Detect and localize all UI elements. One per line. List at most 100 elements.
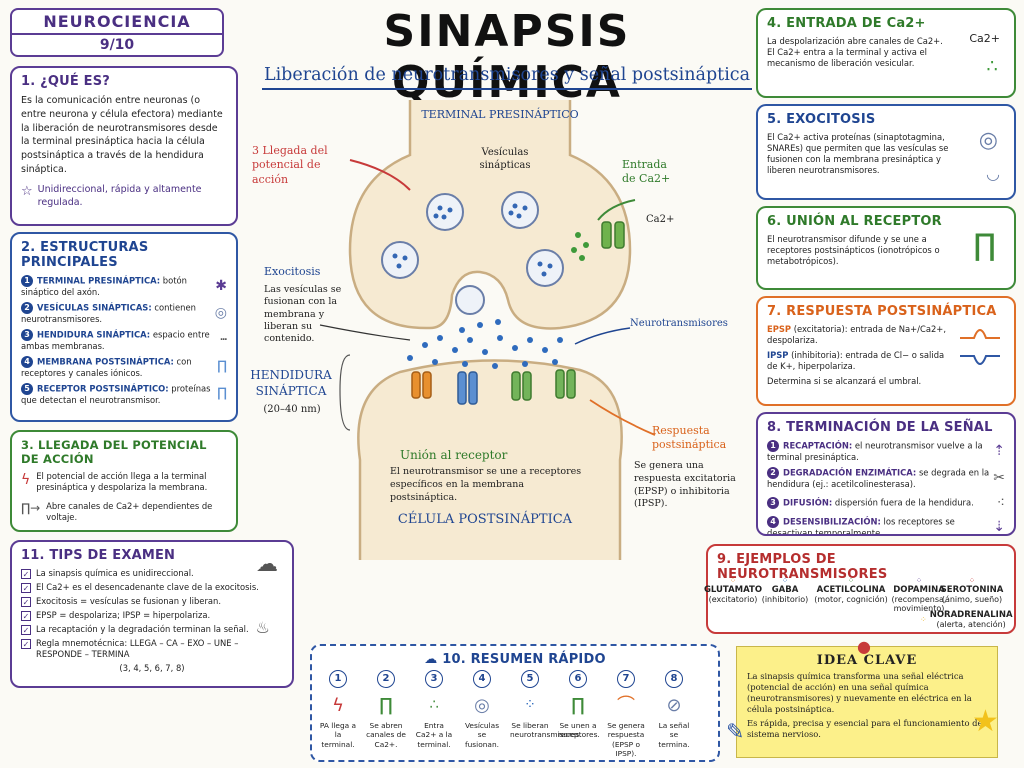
receptor-binding-icon: ∏ xyxy=(973,228,996,263)
section7-note: Determina si se alcanzará el umbral. xyxy=(767,375,922,386)
summary-step: 2∏Se abren canales de Ca2+. xyxy=(366,670,406,749)
section3-note: Abre canales de Ca2+ dependientes de vol… xyxy=(46,500,213,522)
section4-text: La despolarización abre canales de Ca2+.… xyxy=(767,36,943,68)
section3-note-row: ∏→ Abre canales de Ca2+ dependientes de … xyxy=(21,501,227,523)
section-receptor-binding: 6. UNIÓN AL RECEPTOR El neurotransmisor … xyxy=(756,206,1016,290)
vesicle-icon: ◎ xyxy=(214,305,227,322)
nt-example: ⁘NORADRENALINA(alerta, atención) xyxy=(920,610,1013,629)
arrow-neurotransmitters xyxy=(574,327,631,345)
section6-title: 6. UNIÓN AL RECEPTOR xyxy=(767,214,942,229)
step5-diagram-label: Exocitosis xyxy=(264,265,321,278)
section5-title: 5. EXOCITOSIS xyxy=(767,112,876,127)
section-exam-tips: 11. TIPS DE EXAMEN ☁ ♨ ✓La sinapsis quím… xyxy=(10,540,294,688)
key-idea-p2: Es rápida, precisa y esencial para el fu… xyxy=(747,717,986,739)
step7-diagram-text: Se genera una respuesta excitatoria (EPS… xyxy=(634,460,736,510)
subject-header: NEUROCIENCIA 9/10 xyxy=(10,8,224,57)
step4-diagram-label: Entrada de Ca2+ xyxy=(622,158,671,186)
section-exocytosis: 5. EXOCITOSIS El Ca2+ activa proteínas (… xyxy=(756,104,1016,200)
section4-title: 4. ENTRADA DE Ca2+ xyxy=(767,16,926,31)
section-neurotransmitter-examples: 9. EJEMPLOS DE NEUROTRANSMISORES xyxy=(706,544,1016,634)
glutamate-icon: ⁘ xyxy=(729,576,737,585)
exocytosis-icon: ◎ xyxy=(978,128,998,153)
neurotransmitters-label: Neurotransmisores xyxy=(630,318,728,329)
dopamine-icon: ⁘ xyxy=(915,576,923,585)
arrow-exocytosis xyxy=(319,324,411,341)
neurotransmitter-dots xyxy=(407,319,563,369)
diffusion-icon: ⁖ xyxy=(996,494,1005,511)
summary-step: 5⁘Se liberan neurotransmisores. xyxy=(510,670,582,740)
section6-text: El neurotransmisor difunde y se une a re… xyxy=(767,234,940,266)
cleft-icon: ┅ xyxy=(220,333,227,347)
step6-diagram-text: El neurotransmisor se une a receptores e… xyxy=(390,466,582,503)
section3-text-row: ϟ El potencial de acción llega a la term… xyxy=(21,471,227,493)
terminate-icon: ⊘ xyxy=(666,694,682,716)
summary-step: 8⊘La señal se termina. xyxy=(654,670,694,749)
step6-diagram-label: Unión al receptor xyxy=(400,448,508,462)
pin-icon: ● xyxy=(857,637,871,656)
cleft-bracket xyxy=(339,354,351,431)
dots-icon: ⁘ xyxy=(524,697,536,714)
key-idea-p1: La sinapsis química transforma una señal… xyxy=(747,671,972,714)
lightbulb-icon: ♨ xyxy=(255,618,270,637)
section3-text: El potencial de acción llega a la termin… xyxy=(36,471,208,492)
arrow-action-potential xyxy=(349,159,411,191)
presynaptic-terminal-shape xyxy=(348,100,632,330)
epsp-wave-icon xyxy=(960,329,1000,339)
section1-text: Es la comunicación entre neuronas (o ent… xyxy=(21,95,223,175)
ipsp-wave-icon xyxy=(960,355,1000,365)
fusion-icon: ◡ xyxy=(986,164,1000,183)
section-calcium-entry: 4. ENTRADA DE Ca2+ La despolarización ab… xyxy=(756,8,1016,98)
desensitization-icon: ⇣ xyxy=(993,519,1005,536)
serotonin-icon: ⁘ xyxy=(968,576,976,585)
tip-item: ✓EPSP = despolariza; IPSP = hiperpolariz… xyxy=(21,610,211,621)
section1-title: 1. ¿QUÉ ES? xyxy=(21,74,111,89)
mnemonic-numbers: (3, 4, 5, 6, 7, 8) xyxy=(119,662,185,673)
receptor-blue xyxy=(457,371,478,405)
gaba-icon: ⁘ xyxy=(781,576,789,585)
channel-icon: ∏ xyxy=(379,694,393,716)
calcium-channel xyxy=(601,221,625,249)
neuron-icon: ✱ xyxy=(215,278,227,295)
epsp-row: EPSP (excitatoria): entrada de Na+/Ca2+,… xyxy=(767,324,946,345)
section7-title: 7. RESPUESTA POSTSINÁPTICA xyxy=(767,304,997,319)
nt-example: ⁘ACETILCOLINA(motor, cognición) xyxy=(814,576,888,604)
vesicle-group xyxy=(381,191,564,315)
section1-note: Unidireccional, rápida y altamente regul… xyxy=(37,183,202,209)
section9-title: 9. EJEMPLOS DE NEUROTRANSMISORES xyxy=(717,552,888,582)
nt-example: ⁘SEROTONINA(ánimo, sueño) xyxy=(940,576,1004,604)
nt-example: ⁘GABA(inhibitorio) xyxy=(761,576,809,604)
section11-title: 11. TIPS DE EXAMEN xyxy=(21,548,176,563)
section-postsynaptic-response: 7. RESPUESTA POSTSINÁPTICA EPSP (excitat… xyxy=(756,296,1016,406)
section-action-potential: 3. LLEGADA DEL POTENCIAL DE ACCIÓN ϟ El … xyxy=(10,430,238,532)
vesicle-icon: ◎ xyxy=(474,694,490,716)
summary-step: 7⌒Se genera respuesta (EPSP o IPSP). xyxy=(606,670,646,758)
step5-diagram-text: Las vesículas se fusionan con la membran… xyxy=(264,284,342,345)
vesicle-contents xyxy=(392,203,553,277)
arrow-calcium xyxy=(597,199,636,221)
tip-item: ✓La sinapsis química es unidireccional. xyxy=(21,568,194,579)
tip-item: ✓El Ca2+ es el desencadenante clave de l… xyxy=(21,582,259,593)
brain-small-icon: ☁ xyxy=(424,652,443,667)
receptor-orange xyxy=(411,371,432,399)
star-icon: ☆ xyxy=(21,183,33,199)
section5-text: El Ca2+ activa proteínas (sinaptotagmina… xyxy=(767,132,949,175)
key-idea-note: ● IDEA CLAVE La sinapsis química transfo… xyxy=(736,637,998,758)
postsynaptic-label: CÉLULA POSTSINÁPTICA xyxy=(397,512,573,527)
receptor-icon: ∏ xyxy=(571,694,585,716)
membrane-icon: ∏ xyxy=(217,358,227,374)
lightning-icon: ϟ xyxy=(21,472,31,488)
scissors-icon: ✂ xyxy=(993,470,1005,487)
section1-note-row: ☆ Unidireccional, rápida y altamente reg… xyxy=(21,183,227,211)
ipsp-row: IPSP (inhibitoria): entrada de Cl− o sal… xyxy=(767,349,945,371)
reuptake-icon: ⇡ xyxy=(993,443,1005,460)
summary-step: 3∴Entra Ca2+ a la terminal. xyxy=(414,670,454,749)
